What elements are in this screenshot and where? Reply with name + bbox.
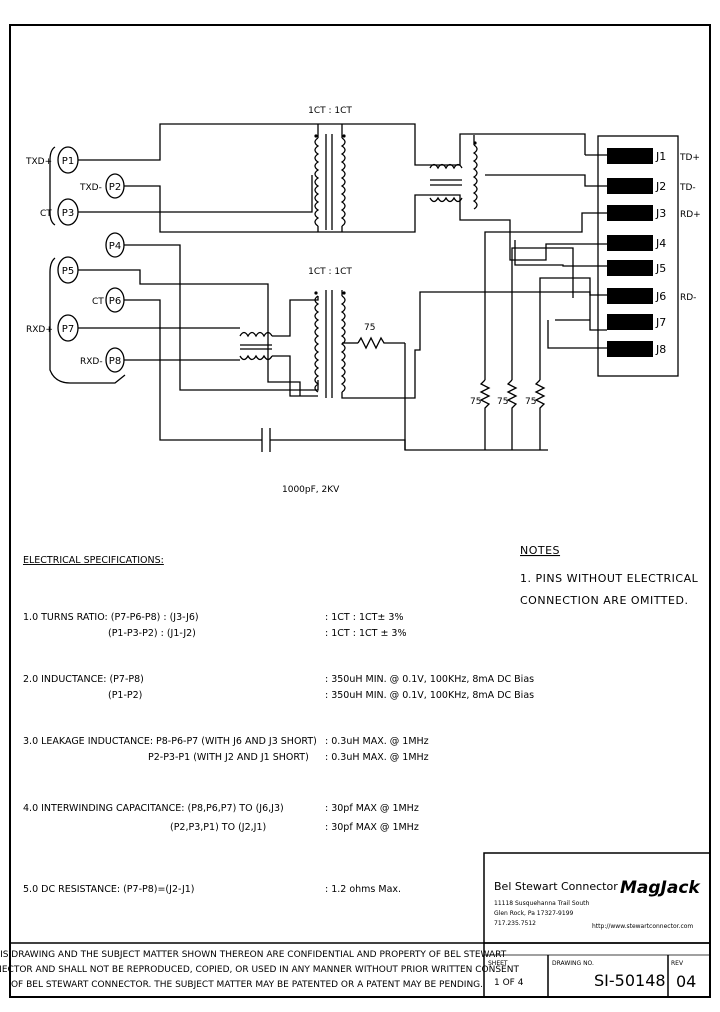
spec-2-line-1: 2.0 INDUCTANCE: (P7-P8) xyxy=(23,674,144,685)
spec-5-value-1: : 1.2 ohms Max. xyxy=(325,884,401,895)
p5-label: P5 xyxy=(62,266,74,277)
website-url: http://www.stewartconnector.com xyxy=(592,923,693,930)
p4-label: P4 xyxy=(109,241,121,252)
spec-3-line-2: P2-P3-P1 (WITH J2 AND J1 SHORT) xyxy=(148,752,309,763)
top-transformer-ratio: 1CT : 1CT xyxy=(308,106,352,116)
sheet-value: 1 OF 4 xyxy=(494,978,524,988)
j5-label: J5 xyxy=(655,262,666,275)
j6-label: J6 xyxy=(655,290,666,303)
j4-label: J4 xyxy=(655,237,666,250)
spec-heading: ELECTRICAL SPECIFICATIONS: xyxy=(23,555,164,566)
schematic xyxy=(49,123,679,452)
j3-signal: RD+ xyxy=(680,210,701,220)
spec-3-value-2: : 0.3uH MAX. @ 1MHz xyxy=(325,752,429,763)
j8-label: J8 xyxy=(655,343,666,356)
disclaimer-line-1: THIS DRAWING AND THE SUBJECT MATTER SHOW… xyxy=(0,950,507,960)
spec-3-line-1: 3.0 LEAKAGE INDUCTANCE: P8-P6-P7 (WITH J… xyxy=(23,736,317,747)
spec-1-line-2: (P1-P3-P2) : (J1-J2) xyxy=(108,628,196,639)
p6-signal: CT xyxy=(92,297,104,307)
j7-label: J7 xyxy=(655,316,666,329)
p1-p3-bracket xyxy=(49,146,56,226)
company-address-1: 11118 Susquehanna Trail South xyxy=(494,900,590,907)
j2-signal: TD- xyxy=(679,183,696,193)
p8-signal: RXD- xyxy=(80,357,103,367)
p2-signal: TXD- xyxy=(79,183,102,193)
company-address-3: 717.235.7512 xyxy=(494,920,536,927)
spec-1-value-1: : 1CT : 1CT± 3% xyxy=(325,612,403,623)
p7-label: P7 xyxy=(62,324,74,335)
j1-label: J1 xyxy=(655,150,666,163)
p1-label: P1 xyxy=(62,156,74,167)
drawing-border xyxy=(9,24,711,998)
spec-4-value-2: : 30pf MAX @ 1MHz xyxy=(325,822,419,833)
drawing-number: SI-50148 xyxy=(594,971,666,990)
rj45-pin-bars xyxy=(607,148,653,357)
j3-label: J3 xyxy=(655,207,666,220)
disclaimer-line-2: CONNECTOR AND SHALL NOT BE REPRODUCED, C… xyxy=(0,965,519,975)
notes-line-1: 1. PINS WITHOUT ELECTRICAL xyxy=(520,572,699,585)
p2-label: P2 xyxy=(109,182,121,193)
j6-signal: RD- xyxy=(680,293,696,303)
p8-label: P8 xyxy=(109,356,121,367)
capacitor-label: 1000pF, 2KV xyxy=(282,485,340,495)
j2-label: J2 xyxy=(655,180,666,193)
spec-4-line-1: 4.0 INTERWINDING CAPACITANCE: (P8,P6,P7)… xyxy=(23,803,284,814)
spec-5-line-1: 5.0 DC RESISTANCE: (P7-P8)=(J2-J1) xyxy=(23,884,195,895)
spec-2-value-1: : 350uH MIN. @ 0.1V, 100KHz, 8mA DC Bias xyxy=(325,674,534,685)
company-name: Bel Stewart Connector xyxy=(494,880,618,893)
resistor-value-1: 75 xyxy=(470,397,481,407)
spec-4-line-2: (P2,P3,P1) TO (J2,J1) xyxy=(170,822,266,833)
p3-signal: CT xyxy=(40,209,52,219)
rev-value: 04 xyxy=(676,972,696,991)
p3-label: P3 xyxy=(62,208,74,219)
j1-signal: TD+ xyxy=(679,153,700,163)
p1-signal: TXD+ xyxy=(25,157,52,167)
resistor-value-3: 75 xyxy=(525,397,536,407)
notes-heading: NOTES xyxy=(520,544,560,557)
rev-label: REV xyxy=(671,960,684,967)
spec-1-line-1: 1.0 TURNS RATIO: (P7-P6-P8) : (J3-J6) xyxy=(23,612,199,623)
bottom-transformer-ratio: 1CT : 1CT xyxy=(308,267,352,277)
rj45-connector-body xyxy=(597,135,679,377)
magjack-logo: MagJack xyxy=(620,878,701,898)
spec-1-value-2: : 1CT : 1CT ± 3% xyxy=(325,628,407,639)
company-address-2: Glen Rock, Pa 17327-9199 xyxy=(494,910,574,917)
p6-label: P6 xyxy=(109,296,121,307)
resistor-value: 75 xyxy=(364,323,375,333)
spec-2-value-2: : 350uH MIN. @ 0.1V, 100KHz, 8mA DC Bias xyxy=(325,690,534,701)
p7-signal: RXD+ xyxy=(26,325,53,335)
spec-3-value-1: : 0.3uH MAX. @ 1MHz xyxy=(325,736,429,747)
spec-4-value-1: : 30pf MAX @ 1MHz xyxy=(325,803,419,814)
notes-line-2: CONNECTION ARE OMITTED. xyxy=(520,594,688,607)
resistor-value-2: 75 xyxy=(497,397,508,407)
sheet-label: SHEET xyxy=(488,960,508,967)
disclaimer-line-3: OF BEL STEWART CONNECTOR. THE SUBJECT MA… xyxy=(11,980,483,990)
p5-p8-bracket xyxy=(49,257,126,384)
spec-2-line-2: (P1-P2) xyxy=(108,690,142,701)
drawing-no-label: DRAWING NO. xyxy=(552,960,594,967)
